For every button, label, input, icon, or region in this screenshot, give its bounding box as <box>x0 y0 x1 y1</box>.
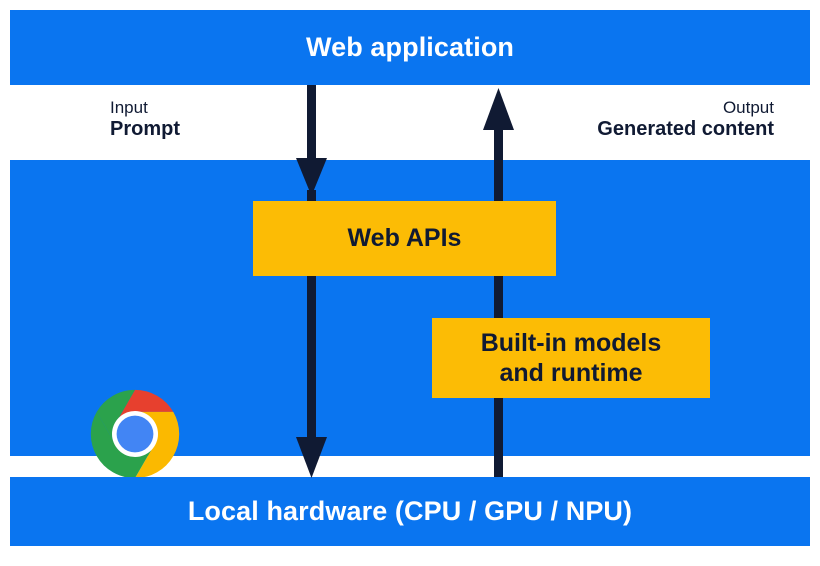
band-local-hardware-label: Local hardware (CPU / GPU / NPU) <box>187 496 633 526</box>
output-flow-value: Generated content <box>597 118 774 141</box>
box-builtin-models-line1: Built-in models <box>480 328 662 357</box>
input-flow-value: Prompt <box>110 118 180 141</box>
band-web-application: Web application <box>10 10 810 85</box>
box-builtin-models-line2: and runtime <box>499 359 643 387</box>
box-builtin-models-label: Built-in models and runtime <box>481 328 662 389</box>
box-web-apis-label: Web APIs <box>347 224 462 253</box>
box-builtin-models-and-runtime: Built-in models and runtime <box>432 318 710 398</box>
input-flow-kind: Input <box>110 98 148 117</box>
output-flow-label: Output Generated content <box>597 98 774 142</box>
input-flow-label: Input Prompt <box>110 98 180 142</box>
band-local-hardware: Local hardware (CPU / GPU / NPU) <box>10 477 810 546</box>
band-web-application-label: Web application <box>305 32 515 62</box>
chrome-logo-icon <box>90 389 179 479</box>
box-web-apis: Web APIs <box>253 201 556 276</box>
output-flow-kind: Output <box>722 98 774 117</box>
